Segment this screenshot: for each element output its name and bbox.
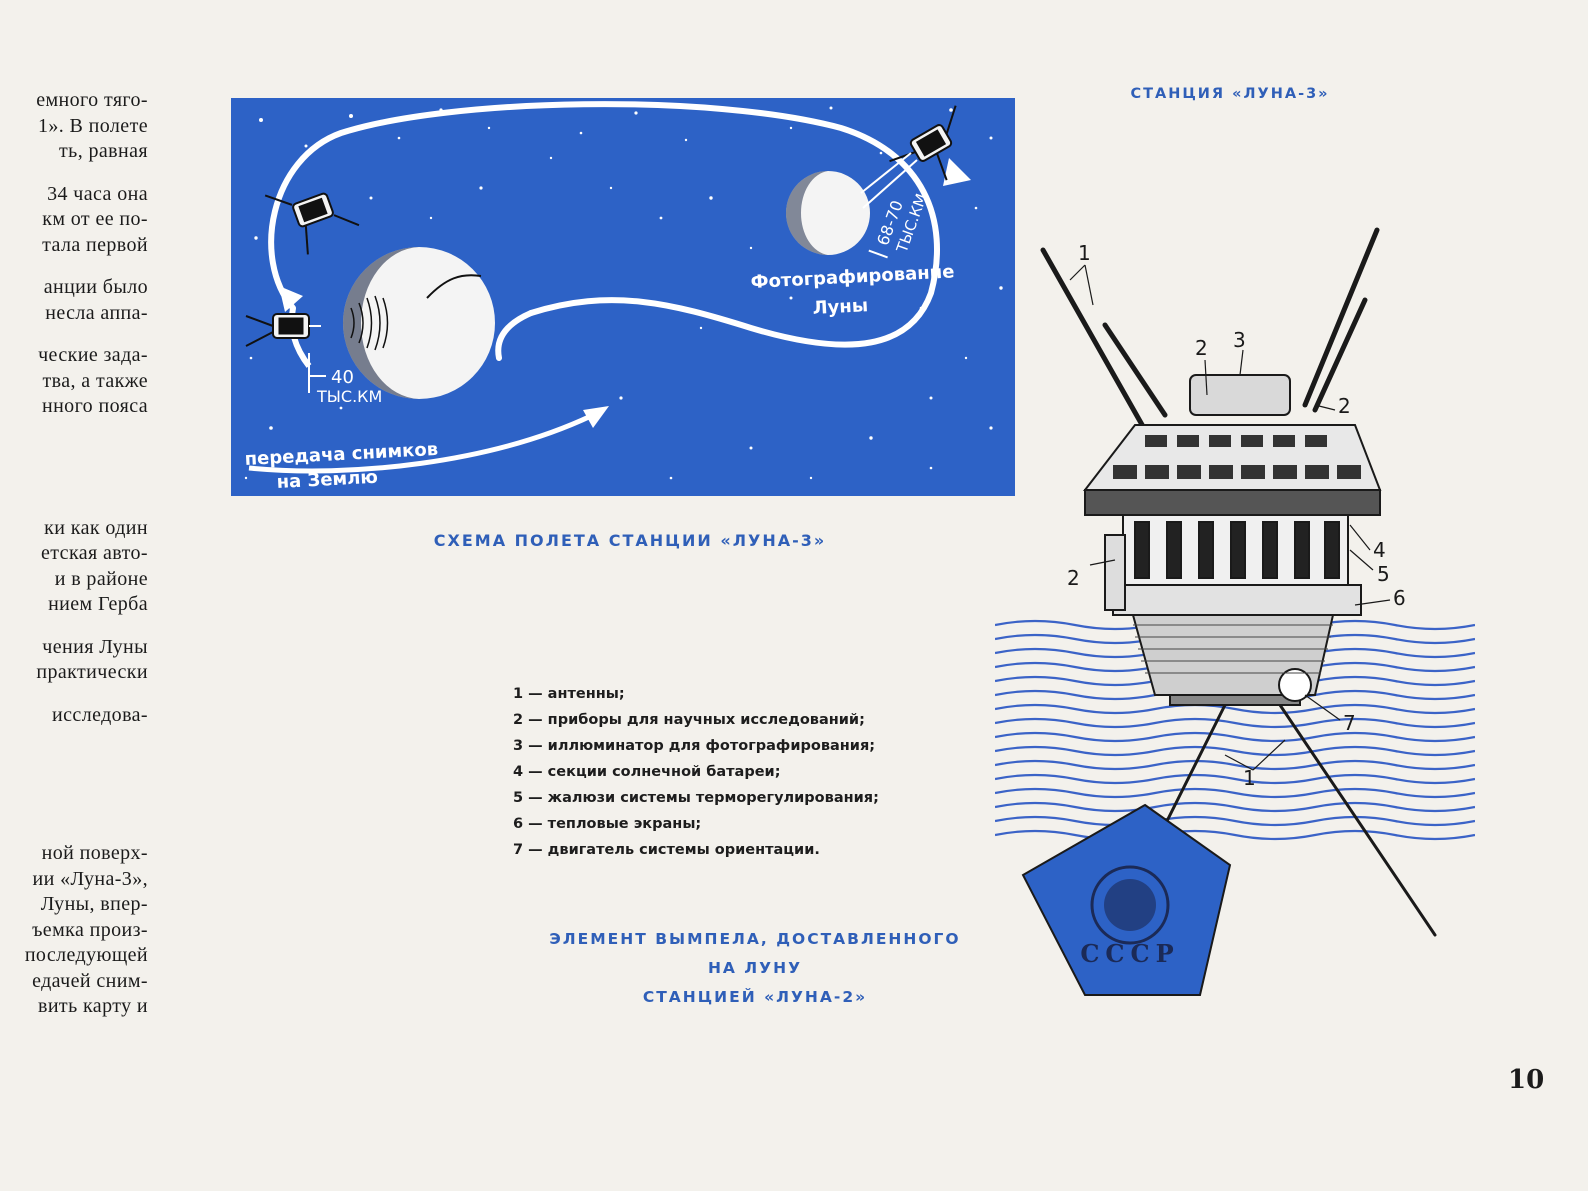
spacecraft-icon [245, 105, 957, 347]
legend-item: 1 — антенны; [513, 686, 625, 702]
pennant-caption-line3: СТАНЦИЕЙ «ЛУНА-2» [642, 988, 868, 1006]
callout-1-bottom: 1 [1243, 766, 1256, 790]
callout-6: 6 [1393, 586, 1406, 610]
moon-icon [786, 171, 870, 255]
callout-2-top-right: 2 [1338, 394, 1351, 418]
legend-item: 7 — двигатель системы ориентации. [513, 842, 820, 858]
station-illustration: СССР [995, 225, 1475, 1015]
pennant-caption: ЭЛЕМЕНТ ВЫМПЕЛА, ДОСТАВЛЕННОГО НА ЛУНУ С… [530, 925, 980, 1012]
text-line: ки как один [44, 516, 148, 539]
text-line: тала первой [42, 233, 148, 256]
text-line: вить карту и [37, 995, 148, 1017]
callout-1-top: 1 [1078, 241, 1091, 265]
flight-diagram-caption: СХЕМА ПОЛЕТА СТАНЦИИ «ЛУНА-3» [433, 531, 827, 550]
text-line: тва, а также [42, 369, 148, 392]
callout-3: 3 [1233, 328, 1246, 352]
station-caption: СТАНЦИЯ «ЛУНА-3» [1130, 86, 1330, 102]
text-line: ной поверх- [41, 842, 148, 864]
text-line: практически [36, 661, 148, 683]
legend-item: 6 — тепловые экраны; [513, 816, 702, 832]
callout-2-side: 2 [1067, 566, 1080, 590]
text-line: емного тяго- [36, 89, 148, 111]
path-arrow-head [279, 286, 303, 312]
legend-item: 3 — иллюминатор для фотографирования; [513, 738, 876, 754]
pennant-caption-line1: ЭЛЕМЕНТ ВЫМПЕЛА, ДОСТАВЛЕННОГО [549, 930, 961, 948]
text-line: нного пояса [41, 395, 148, 417]
text-line: ческие зада- [38, 344, 148, 366]
legend-item: 2 — приборы для научных исследований; [513, 712, 865, 728]
earth-icon [343, 247, 495, 399]
text-line: едачей сним- [32, 969, 148, 992]
distance-near-unit: ТЫС.КМ [316, 387, 382, 406]
text-line: етская авто- [41, 542, 148, 564]
distance-near-value: 40 [331, 367, 354, 388]
distance-marker-near [308, 353, 326, 393]
callout-2-top-left: 2 [1195, 336, 1208, 360]
text-line: ии «Луна-3», [32, 867, 148, 890]
callout-7: 7 [1343, 711, 1356, 735]
flight-diagram: 40 ТЫС.КМ 68-70 ТЫС.КМ Фотографирование … [231, 98, 1015, 496]
pennant-caption-line2: НА ЛУНУ [707, 959, 803, 977]
return-path [248, 413, 593, 474]
left-text-column: емного тяго- 1». В полете ть, равная 34 … [0, 88, 148, 1020]
text-line: км от ее по- [42, 208, 148, 230]
text-line: ть, равная [59, 140, 148, 162]
flight-path [268, 101, 940, 348]
legend-item: 5 — жалюзи системы терморегулирования; [513, 790, 879, 806]
callout-4: 4 [1373, 538, 1386, 562]
text-line: чения Луны [42, 635, 148, 658]
text-line: несла аппа- [45, 301, 148, 324]
text-line: Луны, впер- [40, 893, 148, 915]
text-line: нием Герба [48, 593, 148, 615]
legend-list: 1 — антенны; 2 — приборы для научных исс… [513, 681, 973, 863]
text-line: 34 часа она [47, 182, 148, 205]
label-photographing-line2: Луны [812, 295, 868, 319]
pennant-emblem-text: СССР [1080, 939, 1179, 968]
text-line: анции было [43, 276, 148, 298]
text-line: последующей [24, 944, 148, 966]
text-line: ъемка произ- [32, 918, 148, 941]
callout-5: 5 [1377, 562, 1390, 586]
return-arrow-head [583, 406, 609, 428]
pennant-icon: СССР [1021, 803, 1232, 996]
text-line: 1». В полете [37, 114, 148, 137]
text-line: исследова- [52, 703, 148, 726]
legend-item: 4 — секции солнечной батареи; [513, 764, 781, 780]
text-line: и в районе [54, 567, 148, 590]
page-number: 10 [1508, 1065, 1545, 1095]
station-body [1082, 374, 1382, 706]
